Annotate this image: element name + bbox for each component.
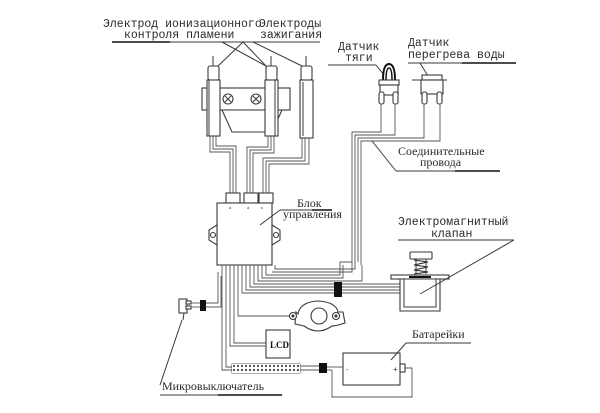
sensor-wires [351,104,441,265]
solenoid-knob [409,251,433,260]
connector [225,192,241,204]
screw-icon [222,93,234,105]
solenoid-spring [413,259,429,275]
battery-minus-terminal: - [346,367,349,374]
connector [243,192,259,204]
batteries: - + [342,352,406,386]
batteries-label-text: Батарейки [412,327,465,341]
lcd-box [265,329,291,359]
ionization-electrode-label-line2: контроля пламени [124,29,234,42]
microswitch-connector [200,300,206,311]
battery-cable [221,272,413,398]
harness-connector [334,282,342,297]
battery-connector [319,363,327,373]
microswitch-label: Микровыключатель [159,319,282,396]
lcd-display: LCD [229,272,291,359]
ignition-electrodes-label-line2: зажигания [260,29,322,42]
control-unit: a a s [208,192,281,272]
control-unit-label-line1: Блок [297,196,322,210]
ionization-electrode-label-line1: Электрод ионизационного [103,18,262,31]
connecting-wires-label: Соединительные провода [371,140,500,172]
ignition-transformer [237,272,346,332]
control-unit-label: Блок управления [259,196,342,226]
harness-to-solenoid [241,261,400,294]
microswitch [178,272,222,321]
solenoid-valve-label: Электромагнитный клапан [398,216,515,295]
ionization-electrode [206,56,221,137]
burner-electrode-assembly [201,56,314,139]
ignition-electrodes-label-line1: Электроды [259,18,321,31]
ionization-electrode-label: Электрод ионизационного контроля пламени [103,18,262,43]
control-unit-body [216,202,273,266]
draft-sensor-label-line2: тяги [345,52,373,65]
braided-sleeve [232,364,300,373]
solenoid-valve-label-line1: Электромагнитный [398,216,508,229]
battery-pack [342,352,401,386]
connecting-wires-label-line2: провода [420,155,462,169]
overheat-sensor-label-line1: Датчик [408,37,450,50]
draft-sensor [378,62,400,105]
ignition-electrode-2 [299,56,314,139]
batteries-label: Батарейки [390,327,471,361]
sensor-bundle [272,262,356,273]
svg-text:s: s [261,205,263,210]
microswitch-label-text: Микровыключатель [162,379,265,393]
draft-sensor-label: Датчик тяги [328,41,385,76]
battery-plus-terminal: + [393,365,398,374]
lcd-label: LCD [270,340,290,350]
ignition-electrodes-label: Электроды зажигания [248,18,322,43]
connector [258,192,274,204]
control-unit-label-line2: управления [283,207,342,221]
overheat-sensor-label: Датчик перегрева воды [408,37,516,77]
electrode-leader-lines [215,41,307,69]
svg-text:a: a [229,205,232,210]
svg-text:a: a [247,205,250,210]
solenoid-valve-label-line2: клапан [431,228,472,241]
connecting-wires-label-line1: Соединительные [398,144,485,158]
solenoid-valve [390,251,450,312]
overheat-sensor [412,74,447,105]
control-unit-pins [221,265,267,272]
screw-icon [250,93,262,105]
draft-sensor-label-line1: Датчик [338,41,380,54]
overheat-sensor-label-line2: перегрева воды [408,49,505,62]
electrode-wires [209,136,310,195]
ignition-electrode-1 [264,56,279,137]
